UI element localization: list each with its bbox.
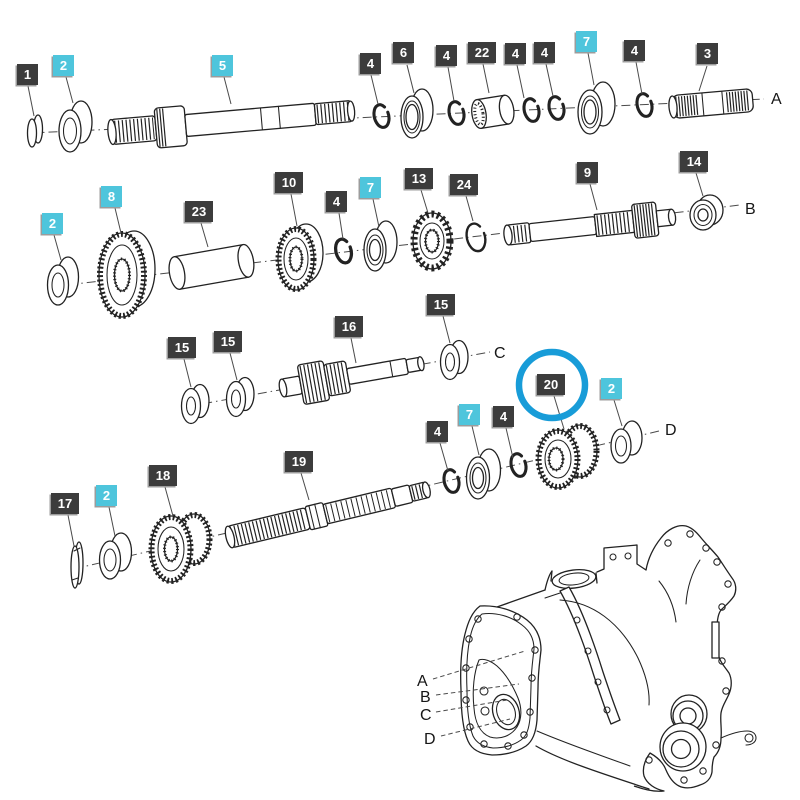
callout-2[interactable]: 2	[96, 485, 117, 506]
front-flange-bolt-holes	[462, 613, 539, 750]
callout-7[interactable]: 7	[576, 31, 597, 52]
part-20-gear-cluster	[535, 423, 600, 490]
callout-4[interactable]: 4	[534, 42, 555, 63]
axis-letter-b: B	[745, 201, 756, 218]
part-15-roller	[225, 376, 255, 418]
callout-4[interactable]: 4	[436, 45, 457, 66]
callout-13[interactable]: 13	[405, 168, 433, 189]
part-15-roller	[180, 383, 210, 425]
part-10-gear	[275, 223, 324, 292]
housing-letter-d: D	[424, 731, 436, 748]
part-16-cluster-shaft	[278, 356, 425, 405]
housing-letter-a: A	[417, 673, 428, 690]
axis-letter-a: A	[771, 91, 782, 108]
callout-15[interactable]: 15	[168, 337, 196, 358]
part-19-main-shaft	[224, 481, 431, 549]
part-7-bearing-b	[363, 220, 398, 272]
callout-3[interactable]: 3	[697, 43, 718, 64]
callout-15[interactable]: 15	[427, 294, 455, 315]
callout-4[interactable]: 4	[326, 191, 347, 212]
highlight-circle-part-20	[515, 348, 589, 422]
callout-6[interactable]: 6	[393, 42, 414, 63]
part-13-gear	[410, 210, 454, 272]
callout-leader-lines	[27, 52, 708, 547]
callout-8[interactable]: 8	[101, 186, 122, 207]
part-2-bearing-a	[58, 100, 93, 153]
part-9-shaft	[503, 201, 677, 246]
callout-15[interactable]: 15	[214, 331, 242, 352]
housing-bolt-holes	[645, 530, 732, 784]
callout-14[interactable]: 14	[680, 151, 708, 172]
callout-9[interactable]: 9	[577, 162, 598, 183]
part-24-snap-ring	[465, 222, 487, 253]
snap-ring-4	[442, 468, 461, 494]
callout-18[interactable]: 18	[149, 465, 177, 486]
housing-letter-leaders	[432, 650, 526, 737]
part-5-input-shaft	[107, 100, 356, 149]
housing-letter-c: C	[420, 707, 432, 724]
part-2-bearing-b	[46, 256, 80, 306]
gearbox-housing	[432, 524, 757, 792]
callout-5[interactable]: 5	[212, 55, 233, 76]
part-22-sleeve	[471, 94, 515, 130]
callout-2[interactable]: 2	[42, 213, 63, 234]
part-2-bearing-c	[98, 532, 133, 580]
callout-2[interactable]: 2	[601, 378, 622, 399]
axis-letter-d: D	[665, 422, 677, 439]
callout-4[interactable]: 4	[505, 43, 526, 64]
part-2-bearing-d	[610, 420, 643, 464]
callout-2[interactable]: 2	[53, 55, 74, 76]
callout-22[interactable]: 22	[468, 42, 496, 63]
part-18-double-gear	[148, 512, 213, 584]
callout-19[interactable]: 19	[285, 451, 313, 472]
callout-23[interactable]: 23	[185, 201, 213, 222]
callout-16[interactable]: 16	[335, 316, 363, 337]
callout-4[interactable]: 4	[493, 406, 514, 427]
axis-letter-c: C	[494, 345, 506, 362]
callout-1[interactable]: 1	[17, 64, 38, 85]
callout-7[interactable]: 7	[360, 177, 381, 198]
part-17-shim	[70, 541, 84, 589]
part-1-seal	[26, 114, 44, 148]
callout-4[interactable]: 4	[624, 40, 645, 61]
callout-4[interactable]: 4	[427, 421, 448, 442]
callout-7[interactable]: 7	[459, 404, 480, 425]
part-7-bearing-c	[465, 448, 502, 500]
part-15-roller	[439, 339, 469, 381]
callout-10[interactable]: 10	[275, 172, 303, 193]
snap-ring-4	[635, 92, 654, 118]
callout-17[interactable]: 17	[51, 493, 79, 514]
housing-letter-b: B	[420, 689, 431, 706]
callout-20-highlighted[interactable]: 20	[537, 374, 565, 395]
part-6-bearing	[400, 88, 434, 139]
part-23-spacer	[168, 243, 255, 290]
flange-bolt-holes	[573, 616, 611, 714]
part-8-gear	[97, 230, 156, 319]
callout-4[interactable]: 4	[360, 53, 381, 74]
part-3-pto-shaft	[668, 88, 754, 119]
part-7-bearing-a	[577, 81, 616, 135]
part-14-bearing	[689, 194, 724, 231]
callout-24[interactable]: 24	[450, 174, 478, 195]
